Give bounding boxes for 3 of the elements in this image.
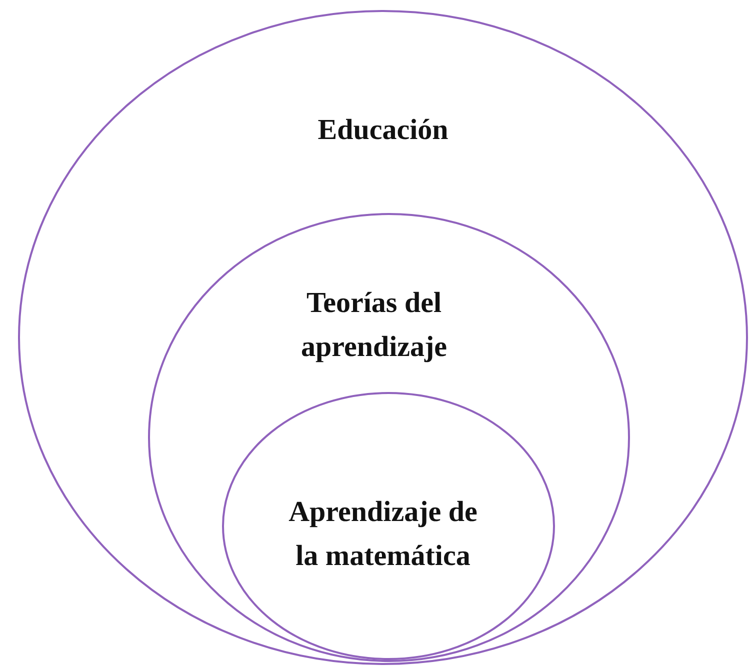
ellipse-label: Teorías del aprendizaje xyxy=(300,286,448,365)
ellipse-label: Educación xyxy=(316,113,450,148)
ellipse-label: Aprendizaje de la matemática xyxy=(288,495,478,574)
